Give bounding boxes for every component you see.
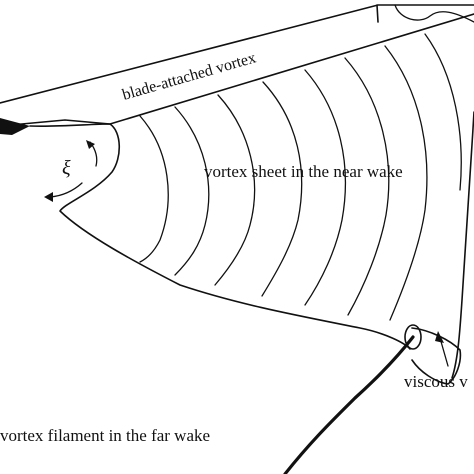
viscous-core [404,324,462,385]
vortex-line-5 [304,69,347,306]
vortex-line-7 [384,45,428,321]
viscous-tube-end [404,324,422,350]
vortex-line-4 [261,81,303,297]
sheet-top-right-curl [394,4,474,23]
viscous-pointer-head-icon [435,331,444,343]
near-wake-label: vortex sheet in the near wake [204,162,403,181]
xi-label: ξ [62,157,71,179]
blade-right-edge [376,4,379,23]
blade-vortex-label: blade-attached vortex [120,49,257,103]
vortex-line-2 [174,106,210,276]
xi-arrow-lower [49,182,83,198]
vortex-line-6 [344,57,390,316]
vortex-line-1 [139,115,169,263]
sheet-leading-edge [29,123,411,350]
xi-rotation-arrows [44,140,98,202]
viscous-label: viscous v [404,372,468,391]
vortex-sheet [29,4,474,379]
vortex-lines [139,33,462,321]
blade-band [0,4,474,135]
sheet-right-edge [451,111,474,379]
blade-tip-icon [0,118,30,135]
far-wake-filament [283,335,415,474]
viscous-pointer [439,337,449,367]
blade-top-edge [0,4,474,104]
vortex-line-8 [424,33,462,191]
xi-arrowhead-lower-icon [44,192,53,202]
vortex-line-3 [214,94,256,286]
xi-arrowhead-upper-icon [86,140,95,149]
blade-bottom-edge [0,13,474,127]
far-wake-label: vortex filament in the far wake [0,426,210,445]
